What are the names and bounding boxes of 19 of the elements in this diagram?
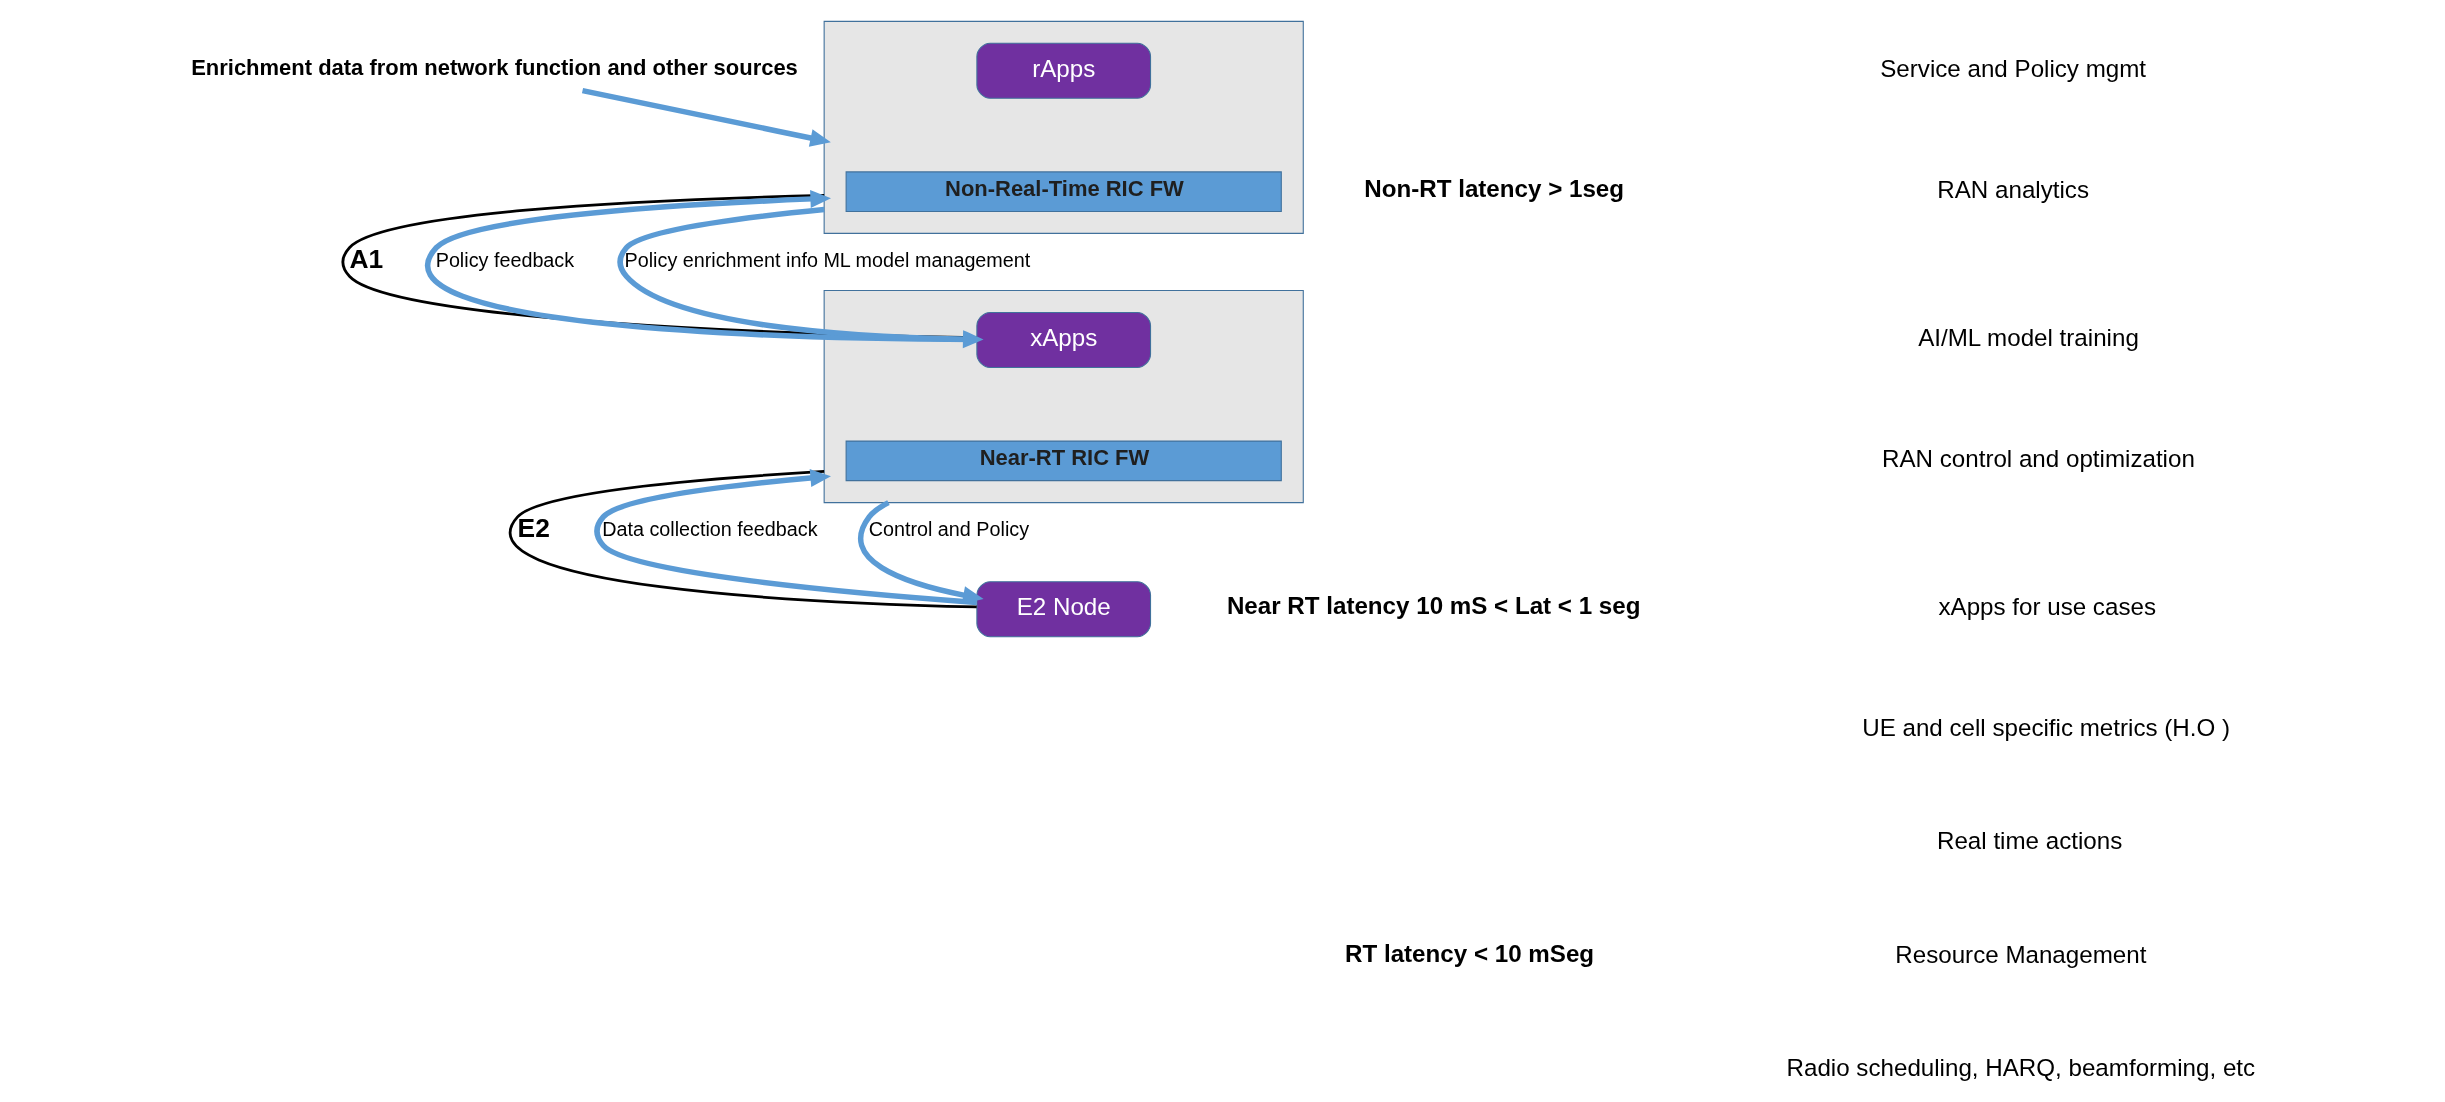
label: Near RT latency 10 mS < Lat < 1 seg: [1226, 592, 1641, 620]
label: Service and Policy mgmt: [1880, 54, 2147, 82]
label: RAN control and optimization: [1882, 445, 2195, 473]
label: Non-RT latency > 1seg: [1364, 174, 1625, 202]
edge-label: A1: [349, 243, 384, 274]
edge-label: Control and Policy: [868, 518, 1030, 541]
label: RT latency < 10 mSeg: [1345, 939, 1595, 967]
node-text: Enrichment data from network function and other sources: [191, 55, 798, 81]
label: RAN analytics: [1937, 175, 2090, 203]
label: Resource Management: [1895, 940, 2147, 968]
edge-label: E2: [517, 512, 550, 543]
edge-label: Policy feedback: [435, 248, 575, 271]
label: AI/ML model training: [1918, 324, 2139, 352]
label: xApps for use cases: [1938, 593, 2156, 621]
label: UE and cell specific metrics (H.O ): [1862, 714, 2231, 742]
label: Real time actions: [1937, 827, 2123, 855]
label: Radio scheduling, HARQ, beamforming, etc: [1786, 1053, 2256, 1081]
edge-label: Policy enrichment info ML model management: [624, 248, 1031, 271]
edge-label: Data collection feedback: [602, 518, 818, 541]
